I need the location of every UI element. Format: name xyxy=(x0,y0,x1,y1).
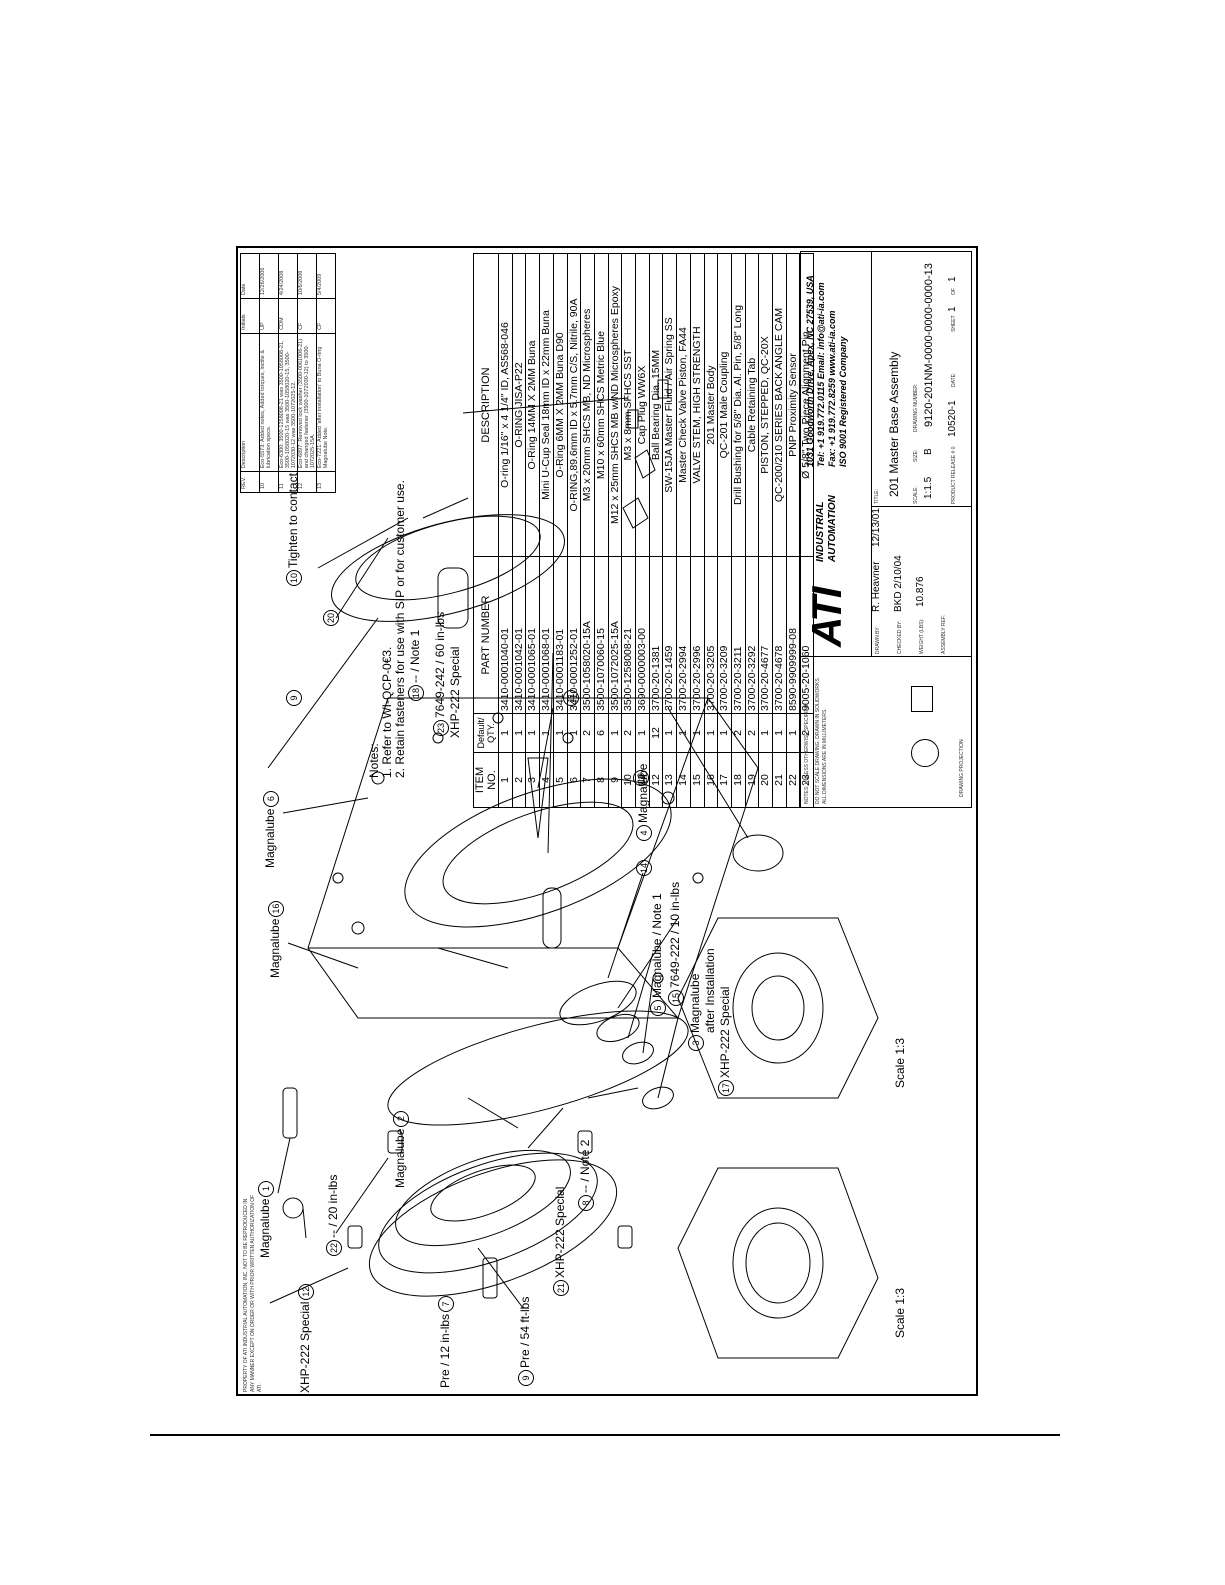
title-company-cell: ATI INDUSTRIAL AUTOMATION 1031 Goodworth… xyxy=(801,252,872,657)
callout-5: 5Magnalube / Note 1 xyxy=(650,893,666,1018)
callout-17: 17XHP-222 Special xyxy=(718,987,734,1098)
callout-15: 157649-222 / 10 in-lbs xyxy=(668,882,684,1008)
callout-21: 21XHP-222 Special xyxy=(553,1187,569,1298)
balloon-14: 14 xyxy=(636,860,652,876)
title-block: NOTES: UNLESS OTHERWISE SPECIFIED: DO NO… xyxy=(800,251,972,808)
drawing-number: 9120-201NM-0000-0000-0000-13 xyxy=(923,263,935,427)
projection-cone-icon xyxy=(911,686,933,712)
title-notes-cell: NOTES: UNLESS OTHERWISE SPECIFIED: DO NO… xyxy=(801,656,971,807)
note-item: 2. Retain fasteners for use with SIP or … xyxy=(393,480,407,778)
balloon-3: 3 xyxy=(688,1035,704,1051)
callout-9b: 9 xyxy=(286,688,302,708)
callout-10: 10Tighten to contact xyxy=(286,468,302,588)
projection-circle-icon xyxy=(911,739,939,767)
callout-14: 14 xyxy=(636,858,652,878)
callout-magnalube-16: Magnalube16 xyxy=(268,899,284,978)
balloon-21: 21 xyxy=(553,1280,569,1296)
callout-18: 18-- / Note 1 xyxy=(408,630,424,703)
ati-logo: ATI xyxy=(803,588,850,647)
balloon-5: 5 xyxy=(650,1000,666,1016)
callout-magnalube-1: Magnalube1 xyxy=(258,1179,274,1258)
balloon-10: 10 xyxy=(286,570,302,586)
balloon-18: 18 xyxy=(408,685,424,701)
balloon-15: 15 xyxy=(668,990,684,1006)
drawing-title: 201 Master Base Assembly xyxy=(887,351,901,497)
page-footer-rule xyxy=(150,1434,1060,1436)
exploded-view-drawing xyxy=(267,379,879,1359)
bill-of-materials: ITEM NO. Default/ QTY. PART NUMBER DESCR… xyxy=(473,253,814,808)
callout-magnalube-2: Magnalube2 xyxy=(393,1109,409,1188)
scale-label-a: Scale 1:3 xyxy=(893,1287,907,1338)
balloon-8: 8 xyxy=(578,1195,594,1211)
callout-20: 20 xyxy=(323,608,339,628)
bom-header-row: ITEM NO. Default/ QTY. PART NUMBER DESCR… xyxy=(473,253,499,808)
company-address: 1031 Goodworth Drive, Apex, NC 27539, US… xyxy=(805,275,815,467)
callout-pre-54: 9Pre / 54 ft-lbs xyxy=(518,1297,534,1388)
rotated-drawing: PROPERTY OF ATI INDUSTRIAL AUTOMATION, I… xyxy=(238,248,980,1398)
balloon-6: 6 xyxy=(263,790,279,807)
drawing-sheet: PROPERTY OF ATI INDUSTRIAL AUTOMATION, I… xyxy=(236,246,978,1396)
logo-sub: INDUSTRIAL xyxy=(815,501,826,562)
company-phone: Tel: +1 919.772.0115 Email: info@ati-ia.… xyxy=(816,282,826,467)
balloon-9: 9 xyxy=(518,1370,534,1386)
balloon-22: 22 xyxy=(326,1240,342,1256)
company-fax: Fax: +1 919.772.8259 www.ati-ia.com xyxy=(827,310,837,467)
callout-22: 22-- / 20 in-lbs xyxy=(326,1175,342,1258)
balloon-2: 2 xyxy=(393,1110,409,1127)
balloon-12: 12 xyxy=(298,1283,314,1300)
balloon-20: 20 xyxy=(323,610,339,626)
scale-label-b: Scale 1:3 xyxy=(893,1037,907,1088)
balloon-23: 23 xyxy=(433,720,449,736)
balloon-17: 17 xyxy=(718,1080,734,1096)
callout-8: 8-- / Note 2 xyxy=(578,1140,594,1213)
title-drawn-cell: DRAWN BY: R. Heavner 12/13/01 CHECKED BY… xyxy=(871,506,971,657)
callout-pre-12: Pre / 12 in-lbs7 xyxy=(438,1294,454,1388)
company-iso: ISO 9001 Registered Company xyxy=(838,336,848,467)
balloon-1: 1 xyxy=(258,1180,274,1197)
notes-block: Notes: 1. Refer to WI-QCP-0€3. 2. Retain… xyxy=(367,480,407,778)
callout-xhp-special-12: XHP-222 Special12 xyxy=(298,1282,314,1393)
callout-magnalube-6: Magnalube6 xyxy=(263,789,279,868)
balloon-9: 9 xyxy=(286,690,302,706)
balloon-16: 16 xyxy=(268,900,284,917)
balloon-7: 7 xyxy=(438,1295,454,1312)
title-drawing-cell: TITLE: 201 Master Base Assembly SCALE: 1… xyxy=(874,263,958,504)
balloon-4: 4 xyxy=(636,825,652,841)
logo-sub: AUTOMATION xyxy=(827,495,838,562)
